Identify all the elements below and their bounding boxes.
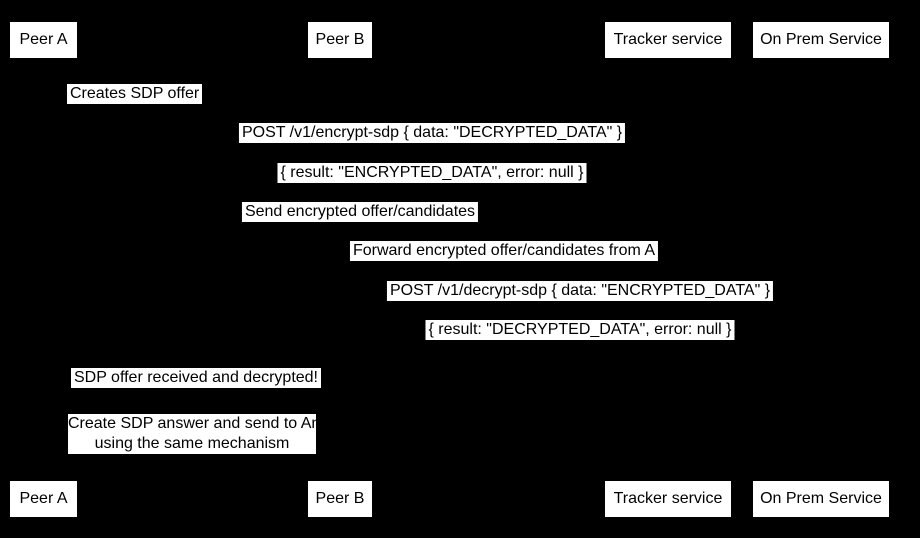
actor-peer-b-bottom: Peer B bbox=[308, 481, 372, 517]
message-post-decrypt-sdp: POST /v1/decrypt-sdp { data: "ENCRYPTED_… bbox=[386, 281, 774, 301]
note-create-sdp-answer: Create SDP answer and send to An using t… bbox=[68, 414, 321, 454]
note-line-1: Create SDP answer and send to An bbox=[68, 415, 321, 432]
message-creates-sdp-offer: Creates SDP offer bbox=[67, 84, 203, 104]
actor-on-prem-service-bottom: On Prem Service bbox=[753, 481, 889, 517]
actor-peer-a-bottom: Peer A bbox=[10, 481, 77, 517]
message-forward-encrypted-offer: Forward encrypted offer/candidates from … bbox=[349, 241, 659, 261]
actor-tracker-service-top: Tracker service bbox=[605, 22, 731, 58]
actor-peer-b-top: Peer B bbox=[308, 22, 372, 58]
note-line-2: using the same mechanism bbox=[94, 435, 290, 452]
actor-peer-a-top: Peer A bbox=[10, 22, 77, 58]
message-post-encrypt-sdp: POST /v1/encrypt-sdp { data: "DECRYPTED_… bbox=[238, 123, 626, 143]
actor-on-prem-service-top: On Prem Service bbox=[753, 22, 889, 58]
actor-tracker-service-bottom: Tracker service bbox=[605, 481, 731, 517]
message-sdp-offer-received: SDP offer received and decrypted! bbox=[71, 368, 321, 388]
message-decrypt-result: { result: "DECRYPTED_DATA", error: null … bbox=[425, 320, 735, 340]
message-send-encrypted-offer: Send encrypted offer/candidates bbox=[241, 202, 479, 222]
message-encrypt-result: { result: "ENCRYPTED_DATA", error: null … bbox=[277, 163, 587, 183]
